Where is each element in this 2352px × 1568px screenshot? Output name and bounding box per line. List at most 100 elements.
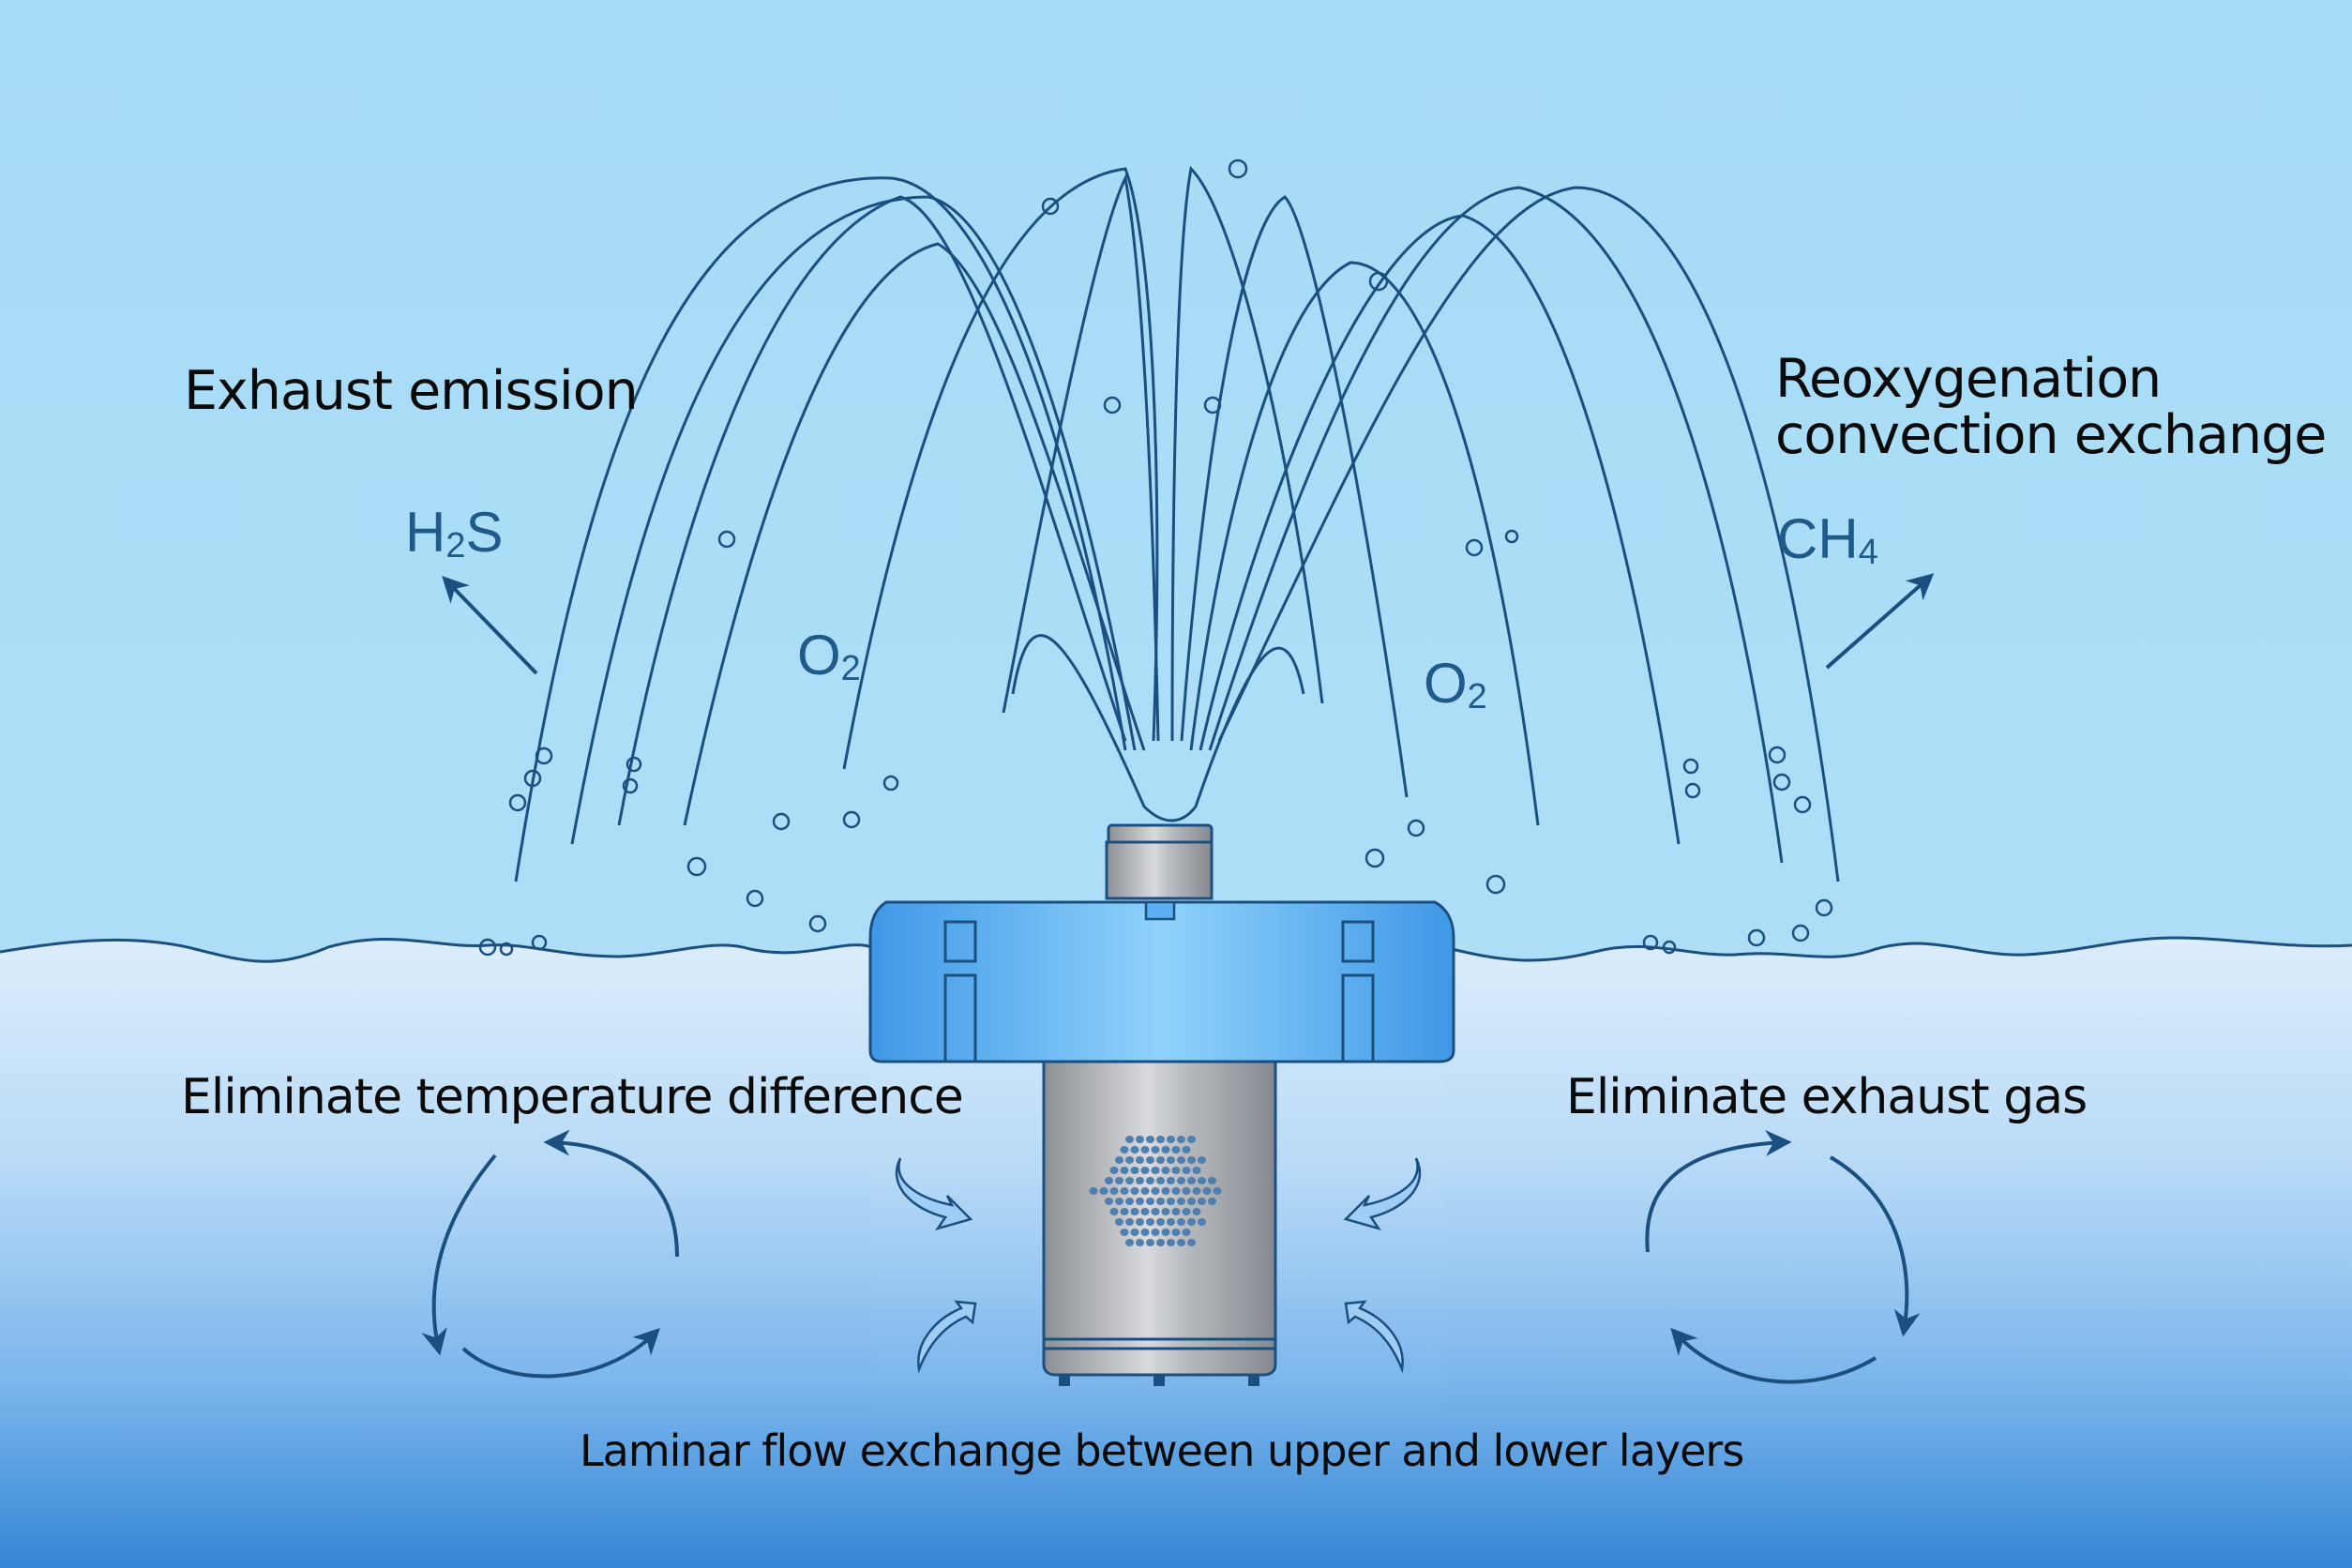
intake-hole (1151, 1208, 1160, 1215)
label-reoxygenation-line1: Reoxygenation (1775, 348, 2162, 410)
spray-arc (570, 195, 1137, 845)
intake-holes (1089, 1136, 1222, 1246)
intake-hole (1146, 1239, 1154, 1246)
intake-hole (1140, 1167, 1150, 1174)
intake-hole (1182, 1229, 1191, 1236)
circulation-arrow-icon (1645, 1129, 1921, 1384)
chem-h2s-tail: S (465, 501, 504, 564)
intake-hole (1167, 1239, 1175, 1246)
intake-hole (1156, 1198, 1165, 1205)
intake-hole (1105, 1177, 1113, 1184)
intake-hole (1146, 1136, 1154, 1143)
fountain-spray-icon (514, 165, 1840, 882)
intake-hole (1130, 1187, 1139, 1195)
nozzle-housing (1105, 840, 1214, 900)
intake-hole (1208, 1198, 1216, 1205)
intake-hole (1182, 1187, 1191, 1195)
intake-hole (1182, 1167, 1191, 1174)
intake-hole (1161, 1146, 1170, 1153)
label-reoxygenation: Reoxygenation convection exchange (1775, 348, 2327, 463)
spray-arc (1002, 173, 1160, 742)
chem-o2-left: O2 (797, 623, 861, 689)
intake-hole (1171, 1187, 1181, 1195)
intake-hole (1140, 1229, 1150, 1236)
intake-hole (1109, 1208, 1119, 1215)
intake-hole (1171, 1229, 1181, 1236)
label-eliminate-exhaust: Eliminate exhaust gas (1566, 1069, 2088, 1125)
intake-hole (1182, 1146, 1191, 1153)
intake-hole (1146, 1156, 1154, 1164)
spray-arc (1208, 186, 1784, 864)
spray-arc (514, 176, 1127, 882)
intake-hole (1156, 1156, 1165, 1164)
intake-hole (1177, 1239, 1185, 1246)
intake-hole (1115, 1177, 1123, 1184)
intake-hole (1125, 1177, 1134, 1184)
intake-hole (1115, 1198, 1123, 1205)
float-ring (868, 900, 1455, 1063)
chem-ch4: CH4 (1777, 506, 1878, 573)
intake-hole (1125, 1198, 1134, 1205)
intake-hole (1208, 1177, 1216, 1184)
intake-hole (1140, 1187, 1150, 1195)
spray-cone (1011, 634, 1305, 822)
intake-hole (1130, 1208, 1139, 1215)
intake-hole (1136, 1156, 1144, 1164)
intake-hole (1198, 1218, 1206, 1226)
intake-hole (1161, 1167, 1170, 1174)
intake-hole (1151, 1146, 1160, 1153)
intake-hole (1161, 1229, 1170, 1236)
intake-hole (1156, 1239, 1165, 1246)
intake-hole (1146, 1177, 1154, 1184)
intake-hole (1167, 1156, 1175, 1164)
intake-hole (1177, 1136, 1185, 1143)
intake-hole (1192, 1208, 1201, 1215)
intake-hole (1171, 1146, 1181, 1153)
aerator-float-icon (868, 823, 1455, 1063)
intake-hole (1177, 1198, 1185, 1205)
chem-ch4-base: CH (1777, 507, 1859, 570)
chem-o2-right-base: O (1424, 652, 1468, 715)
intake-hole (1187, 1218, 1196, 1226)
circulation-arrow-icon (421, 1129, 679, 1379)
spray-arc (842, 167, 1159, 770)
intake-hole (1177, 1218, 1185, 1226)
spray-arc (1189, 261, 1540, 826)
intake-hole (1171, 1167, 1181, 1174)
intake-hole (1151, 1167, 1160, 1174)
intake-hole (1192, 1187, 1201, 1195)
gas-escape-arrow-icon (1825, 573, 1935, 670)
intake-hole (1192, 1167, 1201, 1174)
intake-hole (1182, 1208, 1191, 1215)
intake-hole (1146, 1218, 1154, 1226)
intake-hole (1136, 1239, 1144, 1246)
water-body-left (0, 939, 872, 1568)
chem-o2-left-base: O (797, 624, 841, 686)
intake-hole (1120, 1146, 1129, 1153)
intake-hole (1125, 1136, 1134, 1143)
gas-escape-arrow-icon (442, 575, 538, 675)
chem-o2-right-sub: 2 (1467, 677, 1487, 716)
intake-hole (1167, 1136, 1175, 1143)
intake-hole (1109, 1187, 1119, 1195)
intake-hole (1105, 1198, 1113, 1205)
intake-hole (1156, 1136, 1165, 1143)
intake-hole (1187, 1239, 1196, 1246)
intake-hole (1140, 1208, 1150, 1215)
intake-hole (1089, 1187, 1098, 1195)
intake-hole (1130, 1167, 1139, 1174)
intake-hole (1198, 1156, 1206, 1164)
chem-o2-left-sub: 2 (840, 649, 861, 688)
intake-hole (1151, 1229, 1160, 1236)
intake-hole (1198, 1198, 1206, 1205)
intake-hole (1120, 1208, 1129, 1215)
intake-hole (1099, 1187, 1108, 1195)
intake-hole (1151, 1187, 1160, 1195)
droplets (478, 158, 1833, 957)
intake-hole (1146, 1198, 1154, 1205)
spray-arc (1170, 165, 1324, 742)
intake-hole (1187, 1177, 1196, 1184)
intake-hole (1130, 1229, 1139, 1236)
